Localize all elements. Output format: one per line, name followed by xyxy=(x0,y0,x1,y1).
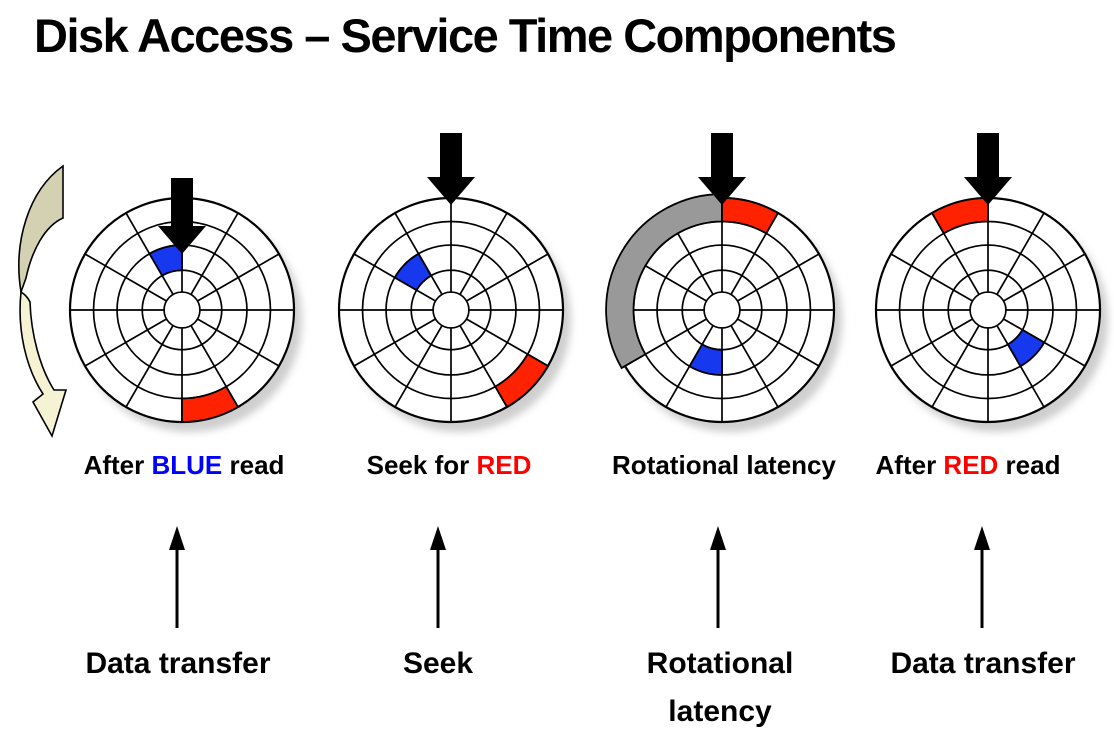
disk-sector-line xyxy=(737,318,820,367)
caption-segment: RED xyxy=(476,450,532,480)
red-sector xyxy=(930,197,989,235)
component-label-3: Rotational latency xyxy=(647,640,794,736)
pointer-arrow-head xyxy=(430,526,446,550)
slide-title: Disk Access – Service Time Components xyxy=(34,9,897,62)
caption-segment: After xyxy=(83,450,152,480)
caption-segment: read xyxy=(222,450,285,480)
disk-sector-line xyxy=(931,325,980,408)
red-sector xyxy=(181,385,240,423)
disk-sector-line xyxy=(737,253,820,302)
blue-sector xyxy=(393,252,433,292)
rotation-arrow-top xyxy=(18,164,64,293)
disk-sector-line xyxy=(1003,253,1086,302)
disk-sector-line xyxy=(353,318,436,367)
disk-head-arrow xyxy=(158,178,206,254)
disk-hub xyxy=(432,291,470,329)
blue-sector xyxy=(688,343,723,376)
component-label-2: Seek xyxy=(403,640,473,688)
component-label-line: latency xyxy=(668,695,772,728)
disk-sector-line xyxy=(394,325,443,408)
disk-sector-line xyxy=(197,318,280,367)
disk-hub xyxy=(969,291,1007,329)
disk-head-arrow xyxy=(964,133,1012,205)
disk-sector-line xyxy=(890,253,973,302)
disk-sector-line xyxy=(996,212,1045,295)
component-label-1: Data transfer xyxy=(85,640,270,688)
pointer-arrow xyxy=(169,526,185,628)
disk-caption-after-red-read: After RED read xyxy=(876,450,1061,481)
component-label-line: Rotational xyxy=(646,647,794,680)
disk-sector-line xyxy=(84,253,167,302)
disk-platter-seek-for-red xyxy=(337,133,571,432)
caption-segment: Rotational latency xyxy=(612,450,836,480)
rotation-arrow xyxy=(18,164,68,439)
caption-segment: After xyxy=(875,450,944,480)
disk-platter-after-red-read xyxy=(874,133,1108,432)
disk-caption-rotational-latency: Rotational latency xyxy=(612,450,836,481)
pointer-arrow xyxy=(710,526,726,628)
disk-sector-line xyxy=(197,253,280,302)
red-sector xyxy=(494,353,550,409)
disk-sector-line xyxy=(730,325,779,408)
component-label-line: Data transfer xyxy=(85,647,271,680)
disk-sector-line xyxy=(190,212,239,295)
component-label-line: Data transfer xyxy=(890,647,1076,680)
disk-sector-line xyxy=(84,318,167,367)
disk-platter-after-blue-read xyxy=(68,178,302,432)
rotation-arrow-head xyxy=(19,290,68,439)
disk-hub xyxy=(703,291,741,329)
disk-caption-seek-for-red: Seek for RED xyxy=(367,450,532,481)
pointer-arrow-head xyxy=(169,526,185,550)
blue-sector xyxy=(1006,328,1046,368)
pointer-arrow-head xyxy=(710,526,726,550)
caption-segment: read xyxy=(998,450,1061,480)
pointer-arrow-head xyxy=(974,526,990,550)
disk-head-arrow xyxy=(698,133,746,205)
caption-segment: BLUE xyxy=(151,450,223,480)
disk-hub xyxy=(163,291,201,329)
pointer-arrow xyxy=(974,526,990,628)
disk-sector-line xyxy=(466,253,549,302)
disk-sector-line xyxy=(125,325,174,408)
disk-sector-line xyxy=(459,212,508,295)
red-sector xyxy=(721,197,780,235)
pointer-arrow xyxy=(430,526,446,628)
caption-segment: Seek for xyxy=(366,450,477,480)
disk-platter-rotational-latency xyxy=(605,133,842,432)
disk-sector-line xyxy=(890,318,973,367)
component-label-4: Data transfer xyxy=(890,640,1075,688)
caption-segment: RED xyxy=(943,450,999,480)
disk-head-arrow xyxy=(427,133,475,205)
disk-caption-after-blue-read: After BLUE read xyxy=(84,450,285,481)
component-label-line: Seek xyxy=(402,647,474,680)
